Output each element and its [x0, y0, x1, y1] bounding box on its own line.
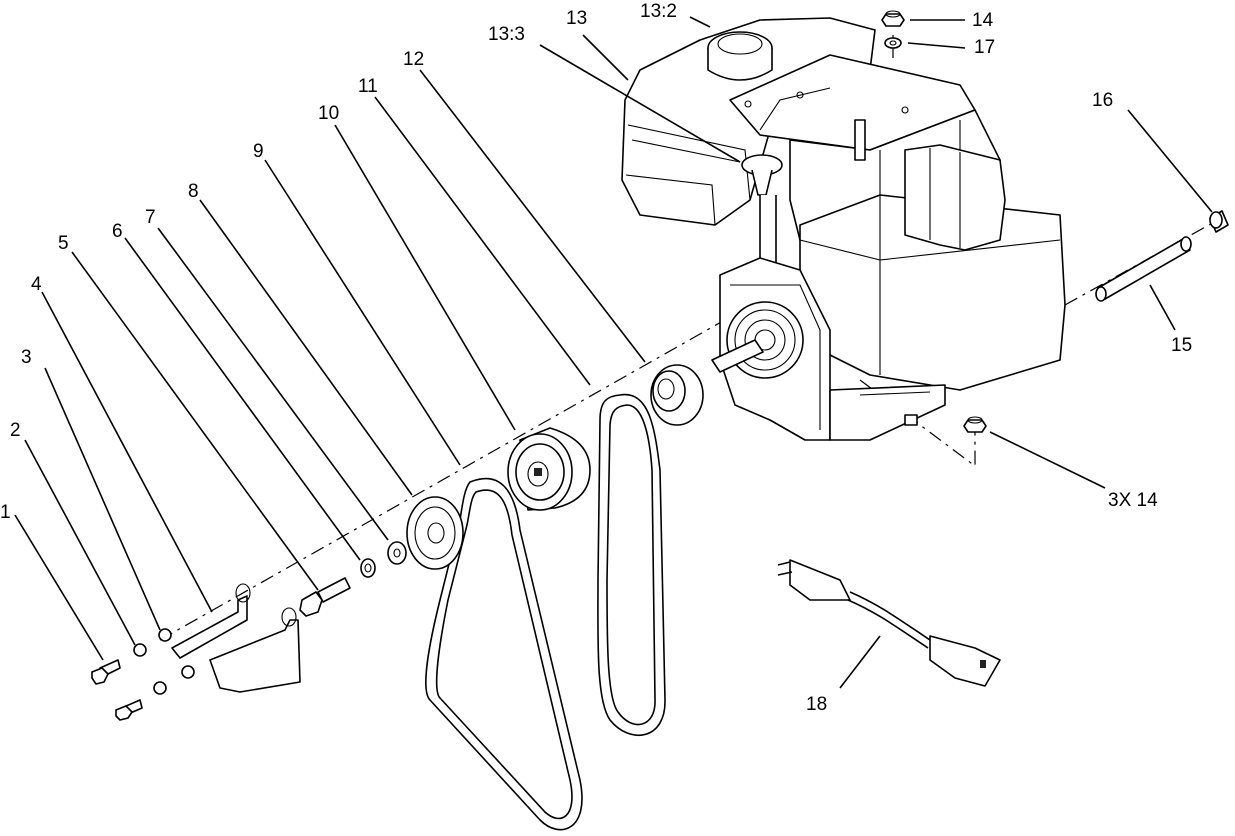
callout-14: 14: [972, 10, 994, 31]
output-flange: [726, 301, 804, 379]
callout-13: 13: [566, 8, 587, 29]
callout-18: 18: [806, 694, 827, 715]
leader-lines: [14, 16, 1213, 689]
drive-axis-centerline: [159, 299, 761, 641]
callout-12: 12: [403, 49, 424, 70]
washer-3: [158, 628, 172, 642]
bracket-4: [171, 583, 301, 693]
callout-8: 8: [188, 181, 199, 202]
bolt-1: [91, 659, 121, 685]
engine-assembly: [621, 17, 1066, 441]
washer-3b: [181, 665, 195, 679]
callout-3: 3: [21, 347, 32, 368]
callout-5: 5: [58, 233, 69, 254]
callout-1: 1: [0, 502, 11, 523]
callout-11: 11: [358, 76, 378, 97]
washer-7: [387, 541, 407, 565]
shaft-15: [1095, 236, 1192, 302]
engine-base: [829, 384, 946, 441]
callout-7: 7: [145, 207, 156, 228]
callout-6: 6: [112, 221, 123, 242]
pulley-12: [650, 364, 704, 426]
callout-13-2: 13:2: [640, 1, 677, 22]
top-washer: [884, 37, 902, 49]
callout-10: 10: [318, 103, 339, 124]
callout-15: 15: [1171, 335, 1192, 356]
mount-nut: [963, 416, 987, 433]
pulley-8: [406, 496, 464, 570]
callout-3x14: 3X 14: [1108, 490, 1158, 511]
washer-6: [360, 558, 376, 578]
callout-labels: 1 2 3 4 5 6 7 8 9 10 11 12 13 13:2 13:3 …: [0, 1, 1192, 715]
washer-2b: [153, 681, 167, 695]
callout-17: 17: [974, 37, 995, 58]
callout-13-3: 13:3: [488, 24, 525, 45]
washer-2: [133, 643, 147, 657]
crankshaft: [711, 339, 764, 373]
callout-2: 2: [10, 420, 21, 441]
sleeve-16: [1209, 210, 1229, 233]
callout-4: 4: [31, 274, 42, 295]
bolt-5: [299, 577, 351, 617]
bolt-1b: [115, 699, 143, 721]
belt-11: [597, 393, 666, 736]
callout-9: 9: [253, 141, 264, 162]
callout-16: 16: [1092, 90, 1113, 111]
power-cord-18: [777, 559, 1001, 687]
top-hex-nut: [881, 10, 905, 27]
pulley-10: [507, 427, 591, 511]
